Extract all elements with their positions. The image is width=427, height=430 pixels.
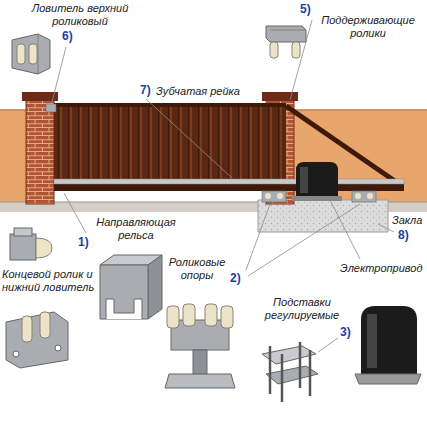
callout-number: 2): [230, 272, 241, 285]
callout-number: 6): [62, 30, 73, 43]
part-label: Ловитель верхний роликовый: [26, 2, 134, 28]
leader-lines: [52, 20, 394, 352]
callout-number: 5): [300, 3, 311, 16]
lower-catcher-picture: [6, 312, 68, 368]
part-label: Закла: [392, 214, 422, 227]
part-label: Направляющая рельса: [94, 216, 178, 242]
end-roller-picture: [10, 228, 52, 260]
gate-motor: [292, 162, 342, 201]
adjustable-stand-picture: [262, 342, 318, 402]
upper-catcher-picture: [12, 34, 50, 74]
support-rollers-picture: [266, 26, 306, 58]
part-label: Роликовые опоры: [164, 256, 230, 282]
part-label: Поддерживающие ролики: [314, 14, 422, 40]
callout-number: 7): [140, 84, 151, 97]
part-label: Электропривод: [340, 262, 423, 275]
sliding-gate: [46, 103, 404, 191]
callout-number: 1): [78, 236, 89, 249]
part-label: Концевой ролик и нижний ловитель: [2, 268, 102, 294]
ground: [0, 200, 427, 232]
guide-rail-picture: [100, 255, 162, 319]
part-label: Подставки регулируемые: [260, 296, 344, 322]
callout-number: 8): [398, 229, 409, 242]
part-label: Зубчатая рейка: [156, 85, 240, 98]
roller-carriage-picture: [165, 304, 235, 388]
callout-number: 3): [340, 326, 351, 339]
electric-drive-picture: [355, 306, 421, 384]
